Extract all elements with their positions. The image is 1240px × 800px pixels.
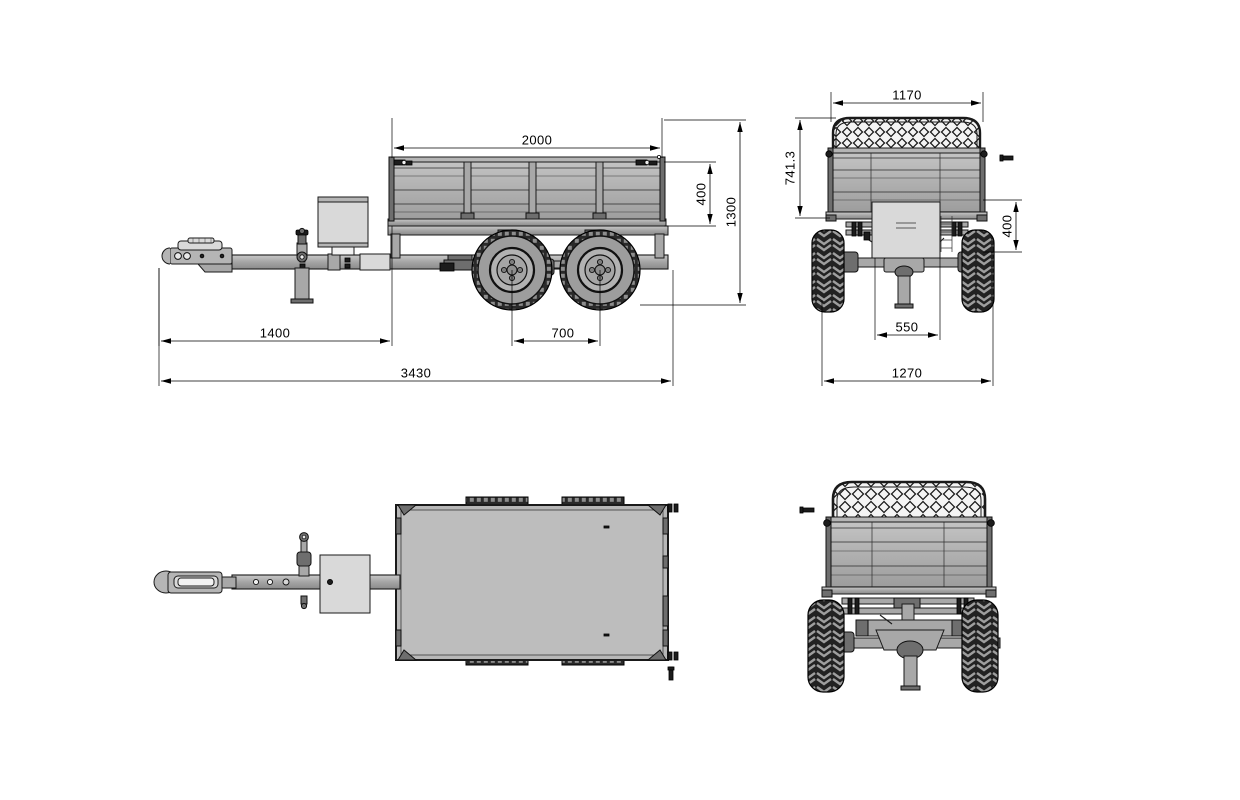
rear-tyre-right bbox=[961, 229, 995, 313]
dimension-label-1170: 1170 bbox=[892, 87, 922, 102]
dimension-side-length-bed: 2000 bbox=[391, 118, 663, 158]
view-side-elevation: 2000 400 1300 1400 700 bbox=[158, 118, 746, 386]
dimension-rear-width-total: 1270 bbox=[821, 300, 994, 386]
front-tyre-left bbox=[807, 599, 845, 693]
dimension-label-741-3: 741.3 bbox=[782, 151, 797, 186]
dimension-rear-track-inner: 550 bbox=[874, 258, 941, 340]
dimension-label-1400: 1400 bbox=[260, 325, 291, 340]
dimension-side-length-total: 3430 bbox=[158, 268, 674, 386]
dimension-label-1300: 1300 bbox=[723, 197, 738, 228]
side-toolbox bbox=[317, 196, 369, 256]
front-section-marker bbox=[799, 506, 815, 514]
side-jack-stand bbox=[290, 227, 314, 304]
side-hitch-coupler bbox=[161, 237, 233, 273]
side-cargo-body bbox=[387, 154, 667, 235]
dimension-label-700: 700 bbox=[552, 325, 575, 340]
front-body-panel bbox=[821, 516, 997, 598]
rear-tyre-left bbox=[811, 229, 845, 313]
front-tyre-right bbox=[961, 599, 999, 693]
dimension-label-1270: 1270 bbox=[892, 365, 923, 380]
dimension-label-400-side: 400 bbox=[693, 183, 708, 206]
dimension-side-axle-spacing: 700 bbox=[511, 270, 601, 346]
dimension-label-3430: 3430 bbox=[401, 365, 432, 380]
top-deck bbox=[395, 503, 679, 661]
view-rear-elevation: 1170 741.3 400 550 1270 bbox=[782, 87, 1022, 386]
view-plan-top bbox=[153, 496, 679, 681]
dimension-side-height-total: 1300 bbox=[640, 119, 746, 306]
dimension-label-2000: 2000 bbox=[522, 132, 553, 147]
dimension-rear-width-body: 1170 bbox=[830, 87, 984, 122]
view-front-elevation bbox=[799, 480, 1001, 693]
dimension-rear-height-mesh: 741.3 bbox=[782, 117, 836, 219]
front-mesh-headboard bbox=[831, 480, 987, 523]
rear-section-marker bbox=[999, 154, 1014, 162]
top-jack-stand bbox=[296, 532, 312, 610]
dimension-side-height-sides: 400 bbox=[664, 161, 716, 227]
dimension-label-550: 550 bbox=[896, 319, 919, 334]
dimension-label-400-rear: 400 bbox=[999, 215, 1014, 238]
side-latch-rear bbox=[635, 154, 662, 166]
top-toolbox bbox=[319, 554, 371, 614]
rear-mesh-headboard bbox=[831, 116, 982, 154]
rear-step-ladder bbox=[940, 216, 953, 252]
top-section-marker bbox=[667, 666, 675, 681]
dimension-rear-height-side: 400 bbox=[983, 199, 1022, 253]
rear-toolbox bbox=[871, 201, 941, 259]
side-latch-front bbox=[393, 159, 413, 166]
